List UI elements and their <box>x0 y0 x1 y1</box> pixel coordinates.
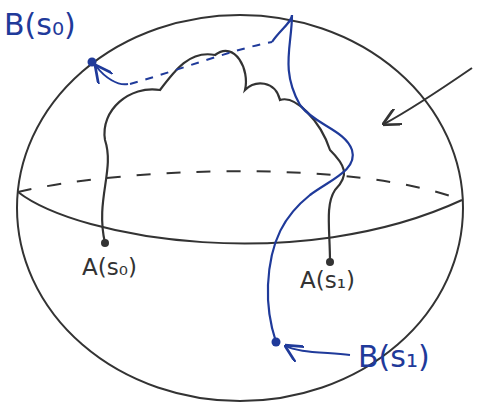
point-b-s1 <box>272 338 281 347</box>
equator-front <box>18 192 462 243</box>
point-a-s0 <box>101 239 109 247</box>
sphere-outline <box>17 15 463 401</box>
point-b-s0 <box>88 58 97 67</box>
pointer-arrow <box>384 68 472 124</box>
leader-arrow <box>286 346 350 355</box>
curve-b-start <box>96 66 128 84</box>
curve-b-hidden <box>130 42 272 84</box>
equator-back <box>18 171 462 200</box>
point-label: A(s₀) <box>82 255 137 280</box>
point-label: A(s₁) <box>300 268 355 293</box>
point-a-s1 <box>326 258 334 266</box>
point-label: B(s₀) <box>4 8 76 41</box>
curve-a <box>102 51 344 262</box>
point-label: B(s₁) <box>358 340 430 373</box>
